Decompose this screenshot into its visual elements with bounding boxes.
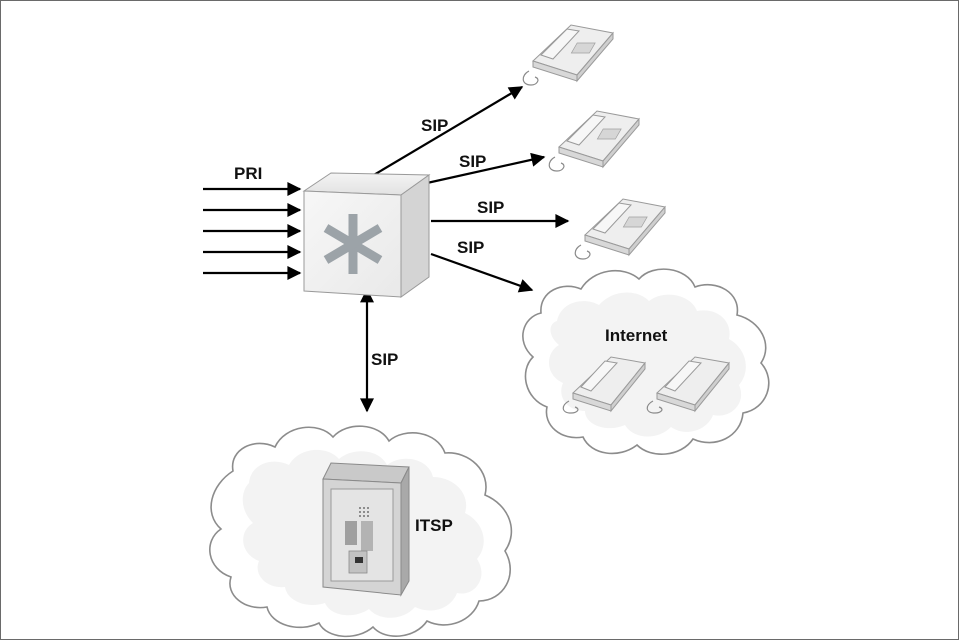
desk-phone-internet-2 xyxy=(646,356,730,414)
server-rack-icon xyxy=(322,462,410,597)
sip-label-itsp: SIP xyxy=(371,350,398,369)
sip-arrow-phone-1 xyxy=(366,86,524,180)
desk-phone-icon xyxy=(646,356,730,414)
asterisk-pbx-icon xyxy=(302,172,431,298)
desk-phone-internet-1 xyxy=(562,356,646,414)
desk-phone-3 xyxy=(574,198,666,260)
desk-phone-icon xyxy=(574,198,666,260)
sip-label-phone-3: SIP xyxy=(477,198,504,217)
pri-trunk-lines xyxy=(203,182,302,280)
desk-phone-2 xyxy=(548,110,640,172)
pri-label: PRI xyxy=(234,164,262,183)
desk-phone-1 xyxy=(522,24,614,86)
sip-arrow-phone-2 xyxy=(408,152,546,189)
desk-phone-icon xyxy=(562,356,646,414)
sip-arrow-internet xyxy=(430,252,534,293)
sip-label-phone-1: SIP xyxy=(421,116,448,135)
sip-label-internet: SIP xyxy=(457,238,484,257)
internet-label: Internet xyxy=(605,326,668,345)
itsp-label: ITSP xyxy=(415,516,453,535)
internet-cloud xyxy=(522,268,770,455)
desk-phone-icon xyxy=(548,110,640,172)
desk-phone-icon xyxy=(522,24,614,86)
sip-label-phone-2: SIP xyxy=(459,152,486,171)
